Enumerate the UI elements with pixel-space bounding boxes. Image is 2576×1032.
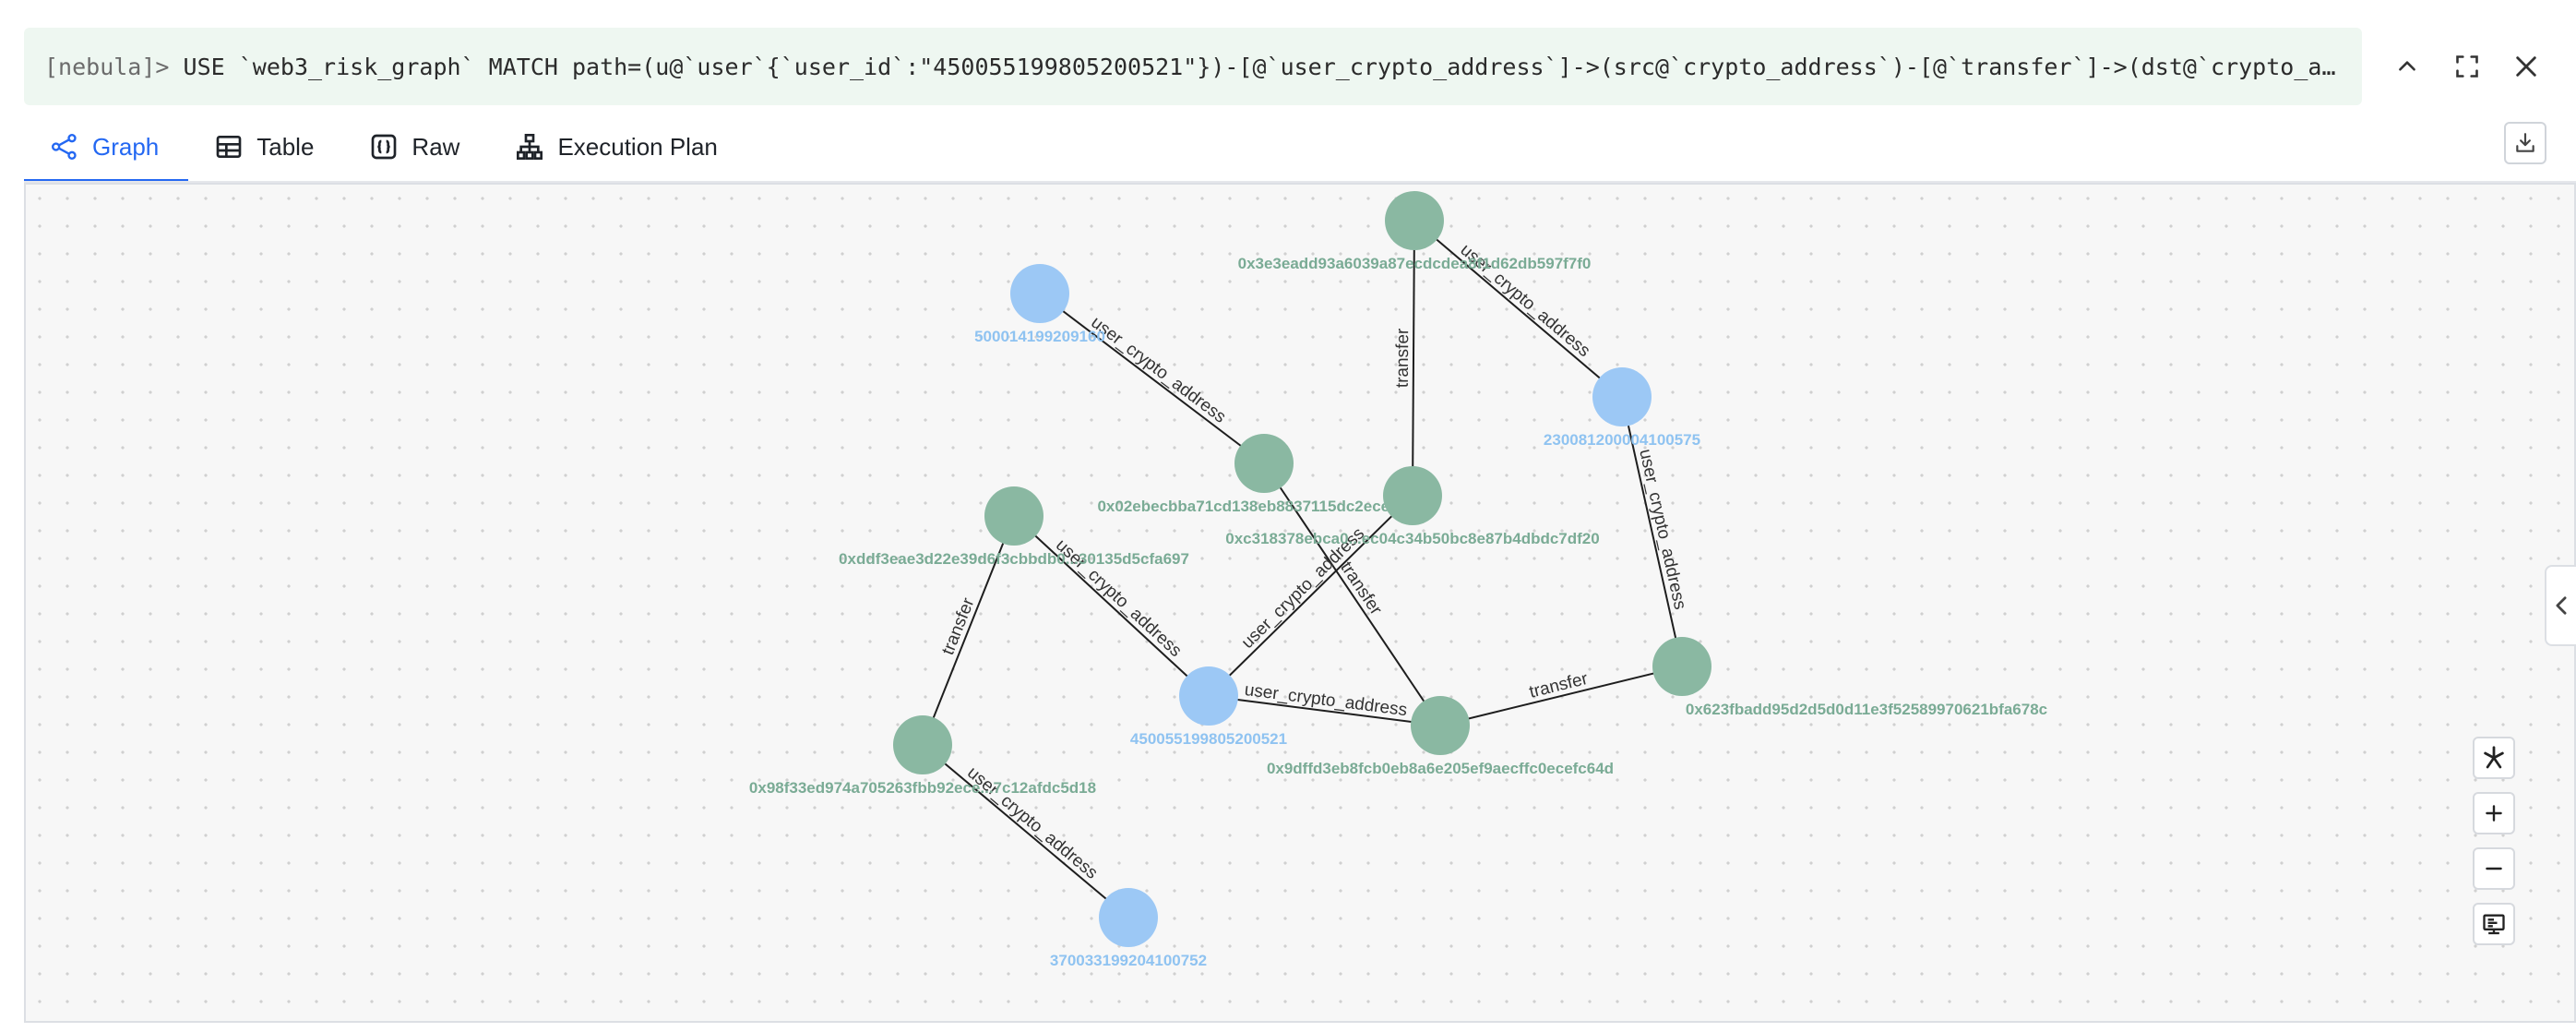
graph-edge[interactable] [1412, 220, 1415, 497]
user-node-label: 370033199204100752 [1050, 952, 1207, 969]
tab-table[interactable]: Table [188, 114, 343, 183]
edge-label: transfer [1336, 558, 1386, 619]
crypto-address-node[interactable] [1411, 696, 1470, 755]
reset-layout-icon [2484, 746, 2504, 769]
crypto-address-node[interactable] [1652, 637, 1711, 696]
crypto-address-node-label: 0xddf3eae3d22e39d6f3cbbdb0...30135d5cfa6… [839, 550, 1189, 568]
user-node-label: 450055199805200521 [1130, 730, 1287, 748]
graph-icon [52, 134, 77, 160]
graph-edge[interactable] [1621, 396, 1683, 667]
hierarchy-icon [517, 134, 543, 160]
crypto-address-node[interactable] [1383, 466, 1442, 525]
tab-table-label: Table [256, 132, 315, 161]
crypto-address-node-label: 0x623fbadd95d2d5d0d11e3f52589970621bfa67… [1686, 701, 2047, 718]
graph-edge[interactable] [1439, 666, 1683, 726]
tabs-divider [24, 181, 2576, 183]
download-icon [2516, 133, 2534, 152]
tab-graph[interactable]: Graph [24, 114, 189, 183]
user-node-label: 500014199209160 [974, 328, 1105, 345]
user-node[interactable] [1010, 264, 1069, 323]
user-node-label: 230081200004100575 [1544, 431, 1700, 449]
tab-graph-label: Graph [92, 132, 160, 161]
download-button[interactable] [2504, 122, 2546, 164]
display-settings-icon [2483, 914, 2505, 935]
crypto-address-node[interactable] [1385, 191, 1444, 250]
graph-edge[interactable] [1413, 220, 1623, 398]
reset-layout-button[interactable] [2473, 737, 2515, 779]
query-prompt: [nebula]> [44, 53, 170, 80]
user-node[interactable] [1099, 888, 1158, 947]
zoom-in-button[interactable] [2473, 792, 2515, 834]
zoom-out-button[interactable] [2473, 847, 2515, 890]
edge-label: user_crypto_address [1244, 680, 1409, 720]
graph-edge[interactable] [1263, 462, 1441, 726]
table-icon [216, 136, 242, 158]
graph-edge[interactable] [1208, 695, 1441, 726]
crypto-address-node-label: 0x3e3eadd93a6039a87ecdcdea8f1d62db597f7f… [1238, 255, 1592, 272]
query-bar[interactable]: [nebula]> USE `web3_risk_graph` MATCH pa… [24, 28, 2362, 105]
user-node[interactable] [1592, 367, 1652, 426]
fullscreen-icon [2456, 55, 2478, 78]
edge-label: transfer [1393, 328, 1413, 388]
edge-layer: user_crypto_addressuser_crypto_addresstr… [922, 220, 1689, 918]
edge-label: user_crypto_address [1635, 448, 1689, 612]
zoom-in-icon [2486, 805, 2502, 822]
query-statement: USE `web3_risk_graph` MATCH path=(u@`use… [183, 53, 2342, 80]
graph-edge[interactable] [922, 515, 1015, 746]
collapse-button[interactable] [2385, 44, 2429, 89]
crypto-address-node-label: 0xc318378ebca0...ec04c34b50bc8e87b4dbdc7… [1225, 530, 1599, 547]
graph-edge[interactable] [922, 744, 1129, 918]
edge-label: transfer [938, 594, 979, 657]
sidebar-toggle-button[interactable] [2545, 565, 2576, 646]
graph-edge[interactable] [1208, 495, 1413, 697]
node-layer: 500014199209160 230081200004100575 4500551… [749, 191, 2047, 969]
tab-raw[interactable]: Raw [343, 114, 489, 183]
graph-edge[interactable] [1013, 515, 1210, 697]
tab-execution-plan[interactable]: Execution Plan [489, 114, 746, 183]
crypto-address-node[interactable] [1234, 434, 1294, 493]
query-text[interactable]: [nebula]> USE `web3_risk_graph` MATCH pa… [44, 54, 2342, 80]
chevron-left-icon [2556, 596, 2567, 615]
crypto-address-node[interactable] [893, 715, 952, 774]
display-settings-button[interactable] [2473, 903, 2515, 945]
braces-icon [372, 134, 397, 160]
crypto-address-node-label: 0x9dffd3eb8fcb0eb8a6e205ef9aecffc0ecefc6… [1267, 760, 1614, 777]
result-tabs: Graph Table Raw Execution Plan [24, 114, 747, 183]
graph-view[interactable]: user_crypto_addressuser_crypto_addresstr… [26, 185, 2574, 1021]
user-node[interactable] [1179, 666, 1238, 726]
edge-label: user_crypto_address [1087, 313, 1229, 427]
tab-raw-label: Raw [411, 132, 460, 161]
crypto-address-node[interactable] [984, 486, 1044, 546]
tab-execution-plan-label: Execution Plan [557, 132, 718, 161]
crypto-address-node-label: 0x98f33ed974a705263fbb92ece...7c12afdc5d… [749, 779, 1096, 797]
close-icon [2516, 56, 2536, 77]
zoom-out-icon [2486, 867, 2502, 870]
crypto-address-node-label: 0x02ebecbba71cd138eb8837115dc2eced...d7 [1097, 498, 1430, 515]
fullscreen-button[interactable] [2445, 44, 2489, 89]
graph-edge[interactable] [1039, 293, 1265, 464]
close-button[interactable] [2504, 44, 2548, 89]
chevron-up-icon [2399, 61, 2415, 71]
